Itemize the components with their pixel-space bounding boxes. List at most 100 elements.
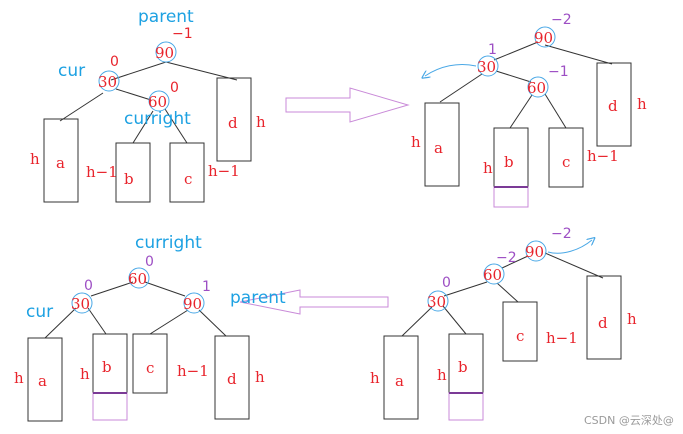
transition-arrow-left: [239, 289, 389, 315]
node-circle: [98, 70, 120, 92]
height-d: h: [627, 310, 637, 328]
height-d: h: [256, 113, 266, 131]
subtree-d-label: d: [228, 114, 238, 132]
subtree-b-label: b: [124, 170, 134, 188]
subtree-a: [27, 337, 63, 422]
label-curright: curright: [135, 233, 202, 253]
node-circle: [483, 263, 505, 285]
node-circle: [71, 292, 93, 314]
label-cur: cur: [58, 61, 85, 81]
subtree-d: [216, 77, 252, 162]
node-circle: [155, 41, 177, 63]
subtree-b-label: b: [458, 358, 468, 376]
subtree-d: [596, 62, 632, 147]
node-circle: [183, 292, 205, 314]
edge: [87, 307, 107, 335]
label-curright: curright: [124, 109, 191, 129]
subtree-b-label: b: [504, 153, 514, 171]
edge: [509, 94, 533, 129]
edge: [439, 73, 483, 103]
panel-bottom-right: 90 60 30 −2 −2 0 a b c d h h h−1 h: [370, 226, 637, 421]
subtree-b-label: b: [102, 358, 112, 376]
height-b: h: [483, 159, 493, 177]
height-b: h: [80, 365, 90, 383]
subtree-a: [43, 118, 79, 203]
edge: [493, 41, 539, 61]
bf-60: 0: [145, 254, 154, 270]
bf-30: 0: [110, 54, 119, 70]
height-b: h−1: [86, 163, 118, 181]
label-parent: parent: [138, 7, 194, 27]
subtree-c-label: c: [146, 359, 154, 377]
subtree-d-label: d: [608, 97, 618, 115]
height-a: h: [14, 369, 24, 387]
rotation-hint-arrow: [547, 240, 592, 254]
node-circle: [525, 240, 547, 262]
panel-top-right: 90 30 60 −2 1 −1 a b c d h h h−1 h: [411, 12, 647, 208]
node-circle: [128, 267, 150, 289]
bf-90: 1: [202, 279, 211, 295]
edge: [59, 92, 104, 122]
edge: [501, 255, 529, 269]
rotation-hint-arrow: [425, 63, 477, 76]
subtree-d-label: d: [227, 370, 237, 388]
bf-30: 0: [442, 275, 451, 291]
node-90: 90: [534, 29, 553, 47]
subtree-c: [169, 142, 205, 203]
subtree-b: [115, 142, 151, 203]
node-30: 30: [71, 295, 90, 313]
panel-bottom-left: 60 30 90 0 0 1 curright cur parent a b c…: [14, 233, 286, 422]
subtree-d: [586, 275, 622, 360]
node-circle: [427, 290, 449, 312]
node-60: 60: [483, 266, 502, 284]
node-circle: [527, 76, 549, 98]
subtree-c: [548, 127, 584, 188]
bf-90: −2: [551, 226, 572, 242]
height-a: h: [370, 369, 380, 387]
edge: [198, 309, 227, 337]
subtree-c-label: c: [562, 153, 570, 171]
transition-arrow-right: [285, 87, 410, 123]
edge: [495, 70, 532, 83]
subtree-a: [424, 102, 460, 187]
subtree-d: [214, 335, 250, 420]
height-a: h: [30, 150, 40, 168]
edge: [149, 309, 189, 335]
edge: [544, 44, 613, 65]
subtree-c-label: c: [516, 327, 524, 345]
height-c: h−1: [587, 147, 619, 165]
height-b: h: [437, 366, 447, 384]
node-90: 90: [525, 243, 544, 261]
subtree-a-label: a: [56, 154, 65, 172]
height-c: h−1: [208, 162, 240, 180]
subtree-a: [383, 335, 419, 420]
subtree-d-label: d: [598, 314, 608, 332]
node-30: 30: [98, 73, 117, 91]
subtree-a-label: a: [38, 372, 47, 390]
subtree-c-label: c: [184, 170, 192, 188]
node-30: 30: [477, 58, 496, 76]
edge: [144, 281, 186, 297]
node-60: 60: [128, 270, 147, 288]
subtree-a-label: a: [395, 372, 404, 390]
edge: [443, 281, 488, 297]
node-circle: [477, 55, 499, 77]
edge: [164, 108, 188, 144]
edge: [165, 61, 238, 81]
edge: [442, 305, 467, 335]
label-cur: cur: [26, 302, 53, 322]
subtree-c: [132, 333, 168, 394]
edge: [544, 252, 604, 279]
subtree-c: [502, 301, 538, 362]
edge: [496, 282, 519, 303]
edge: [401, 306, 433, 337]
height-d: h: [637, 95, 647, 113]
bf-60: −2: [496, 250, 517, 266]
height-d: h: [255, 368, 265, 386]
subtree-b-extra: [92, 392, 128, 421]
node-circle: [534, 26, 556, 48]
height-c: h−1: [177, 362, 209, 380]
bf-60: 0: [170, 80, 179, 96]
subtree-a-label: a: [434, 139, 443, 157]
subtree-b-extra: [493, 186, 529, 208]
